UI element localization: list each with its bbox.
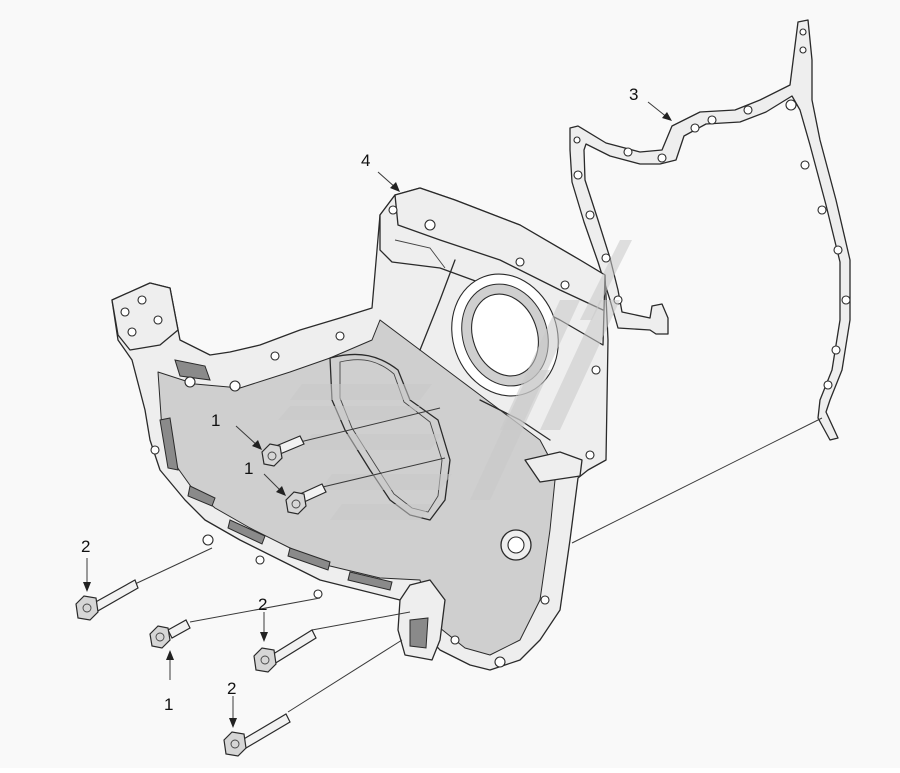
long-bolt-3 xyxy=(223,713,291,757)
gasket xyxy=(569,19,851,441)
cap-screw-middle xyxy=(285,483,327,515)
callout-label-1-lower: 1 xyxy=(164,695,173,714)
callout-label-4: 4 xyxy=(361,151,370,170)
cap-screw-lower-1 xyxy=(149,619,191,649)
gear-housing xyxy=(111,187,609,671)
long-bolt-2 xyxy=(253,629,317,673)
callout-label-3: 3 xyxy=(629,85,638,104)
callout-label-2-bottom: 2 xyxy=(227,679,236,698)
long-bolt-1 xyxy=(75,579,139,621)
cap-screw-upper xyxy=(261,435,305,467)
callout-arrows xyxy=(83,101,672,728)
callout-label-2-middle: 2 xyxy=(258,595,267,614)
assembly-leader-lines xyxy=(134,407,823,713)
callout-label-1-middle: 1 xyxy=(244,459,253,478)
callout-label-2-left: 2 xyxy=(81,537,90,556)
callout-label-1-upper: 1 xyxy=(211,411,220,430)
watermark-logo xyxy=(278,240,632,520)
